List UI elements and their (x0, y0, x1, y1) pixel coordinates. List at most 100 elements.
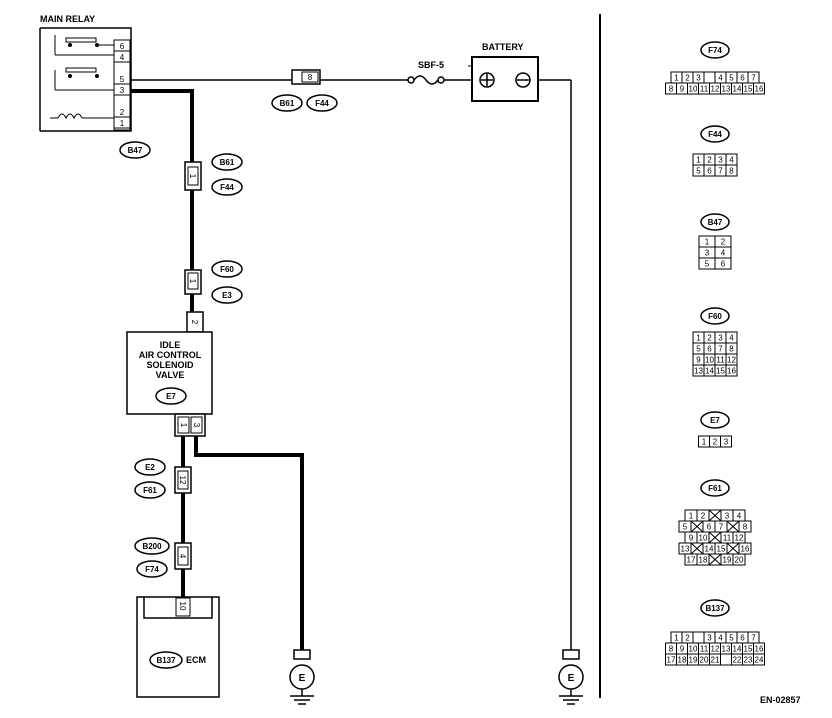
connector-pin: 1 (696, 334, 701, 343)
connector-pin: 2 (713, 438, 718, 447)
connector-view-title: F74 (708, 46, 722, 55)
connector-pin: 8 (669, 85, 674, 94)
connector-pin: 11 (716, 356, 725, 365)
pin-e7-right: 3 (192, 423, 201, 428)
main-relay-label: MAIN RELAY (40, 14, 95, 24)
connector-pin: 15 (744, 645, 753, 654)
connector-pin: 12 (727, 356, 736, 365)
relay-pin-4: 4 (120, 53, 125, 62)
connector-pin: 2 (707, 334, 712, 343)
connector-pin: 3 (705, 249, 710, 258)
tag-e3: E3 (222, 291, 232, 300)
connector-pin: 6 (707, 523, 712, 532)
iacv-label-line1: IDLE (160, 340, 181, 350)
connector-pin: 3 (707, 634, 712, 643)
ground-label-left: E (299, 673, 306, 684)
connector-pin: 19 (689, 656, 698, 665)
connector-pin: 4 (737, 512, 742, 521)
pin-b61-f44-top: 8 (308, 73, 313, 82)
connector-pin: 4 (729, 156, 734, 165)
pin-f60-e3-bottom: 2 (190, 320, 199, 325)
tag-b61-top: B61 (280, 99, 295, 108)
connector-pin: 6 (707, 345, 712, 354)
connector-pin: 17 (687, 556, 696, 565)
pin-f60-e3-top: 1 (188, 279, 197, 284)
battery (468, 56, 539, 102)
tag-e2: E2 (145, 463, 155, 472)
pin-b200-f74: 4 (178, 554, 187, 559)
pin-ecm: 10 (178, 602, 187, 611)
connector-pin: 16 (741, 545, 750, 554)
connector-pin: 7 (751, 634, 756, 643)
connector-pin: 8 (729, 345, 734, 354)
connector-pin: 12 (711, 645, 720, 654)
connector-pin: 17 (667, 656, 676, 665)
connector-pin: 2 (685, 634, 690, 643)
iacv-label-line4: VALVE (156, 370, 185, 380)
pin-e2-f61: 12 (178, 476, 187, 485)
relay-pin-2: 2 (120, 108, 125, 117)
connector-pin: 10 (699, 534, 708, 543)
connector-pin: 11 (723, 534, 732, 543)
connector-pin: 5 (696, 345, 701, 354)
connector-pin: 1 (674, 634, 679, 643)
connector-pin: 6 (707, 167, 712, 176)
connector-pin: 2 (701, 512, 706, 521)
connector-pin: 22 (733, 656, 742, 665)
connector-pin: 6 (740, 74, 745, 83)
connector-pin: 12 (735, 534, 744, 543)
connector-pin: 15 (716, 367, 725, 376)
iacv-label-line2: AIR CONTROL (139, 350, 202, 360)
connector-pin: 4 (718, 74, 723, 83)
tag-b47: B47 (128, 146, 143, 155)
connector-view-title: B47 (708, 218, 723, 227)
connector-pin: 14 (733, 645, 742, 654)
connector-view-title: F61 (708, 484, 722, 493)
connector-pin: 8 (743, 523, 748, 532)
connector-pin: 3 (696, 74, 701, 83)
connector-pin: 23 (744, 656, 753, 665)
ground-symbol-left (289, 649, 315, 705)
connector-pin: 8 (669, 645, 674, 654)
connector-pin: 10 (705, 356, 714, 365)
connector-pin: 14 (733, 85, 742, 94)
tag-e7: E7 (166, 392, 176, 401)
battery-label: BATTERY (482, 42, 524, 52)
connector-pin: 7 (718, 167, 723, 176)
tag-f44-left: F44 (220, 183, 234, 192)
connector-pin: 3 (718, 156, 723, 165)
relay-pin-5: 5 (120, 75, 125, 84)
relay-pin-6: 6 (120, 42, 125, 51)
connector-pin: 13 (694, 367, 703, 376)
connector-pin: 1 (705, 238, 710, 247)
iacv-label-line3: SOLENOID (146, 360, 194, 370)
tag-f44-top: F44 (315, 99, 329, 108)
wire-iacv-to-ground (194, 436, 304, 650)
connector-pin: 24 (755, 656, 764, 665)
connector-pin: 2 (685, 74, 690, 83)
connector-pin: 9 (696, 356, 701, 365)
tag-f60: F60 (220, 265, 234, 274)
connector-pin: 16 (755, 85, 764, 94)
ecm-box (136, 596, 220, 698)
connector-pin: 18 (678, 656, 687, 665)
connector-pin: 1 (689, 512, 694, 521)
connector-pin: 5 (683, 523, 688, 532)
connector-pin: 5 (729, 74, 734, 83)
ground-symbol-right (558, 649, 584, 705)
connector-pin: 11 (700, 645, 709, 654)
tag-f61: F61 (143, 486, 157, 495)
tag-b61-left: B61 (220, 158, 235, 167)
connector-pin: 13 (722, 85, 731, 94)
ground-label-right: E (568, 673, 575, 684)
connector-pin: 8 (729, 167, 734, 176)
connector-view-title: F60 (708, 312, 722, 321)
connector-view-title: E7 (710, 416, 720, 425)
